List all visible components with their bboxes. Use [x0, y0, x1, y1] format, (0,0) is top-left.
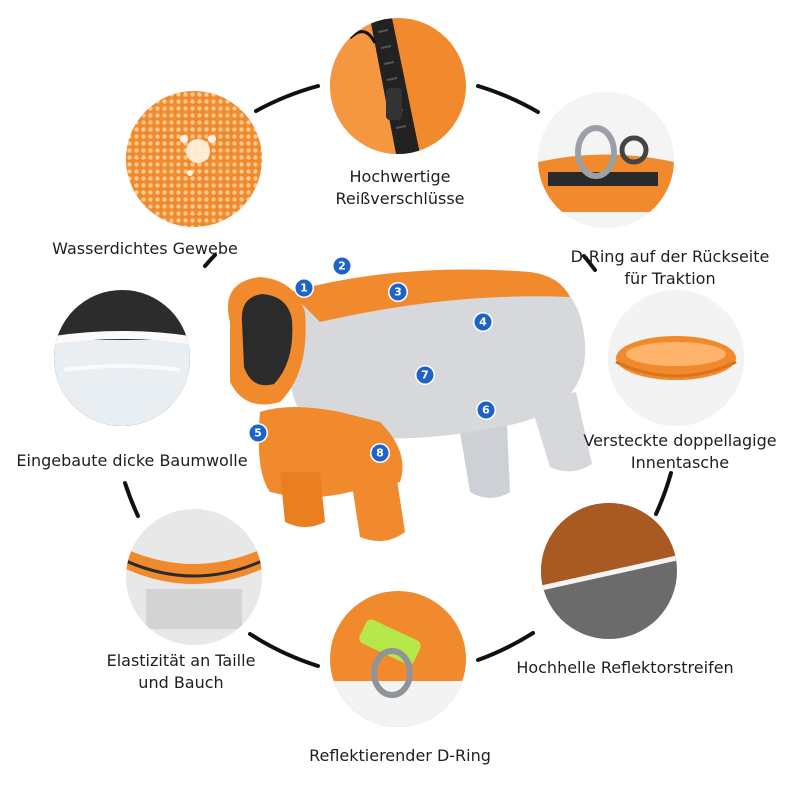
label-thick-cotton: Eingebaute dicke Baumwolle	[16, 451, 248, 470]
badge-1: 1	[295, 279, 313, 297]
badge-7: 7	[416, 366, 434, 384]
reflector-stripe-photo	[541, 503, 677, 639]
waterproof-fabric-photo	[126, 91, 262, 227]
label-reflector-stripes: Hochhelle Reflektorstreifen	[516, 658, 734, 677]
label-back-d-ring: D-Ring auf der Rückseite für Traktion	[570, 247, 770, 288]
label-hidden-pocket: Versteckte doppellagige Innentasche	[583, 431, 777, 472]
ring-arc	[582, 254, 597, 272]
dog-snowsuit-product	[228, 269, 592, 541]
badge-3: 3	[389, 283, 407, 301]
ring-arc	[248, 632, 320, 668]
badge-6: 6	[477, 401, 495, 419]
badge-4: 4	[474, 313, 492, 331]
badge-8: 8	[371, 444, 389, 462]
label-zippers: Hochwertige Reißverschlüsse	[335, 167, 465, 208]
cotton-lining-photo	[54, 290, 190, 426]
back-d-ring-photo	[538, 92, 674, 228]
reflective-d-ring-photo	[330, 591, 466, 727]
label-reflective-d-ring: Reflektierender D-Ring	[309, 746, 491, 765]
label-elastic: Elastizität an Taille und Bauch	[106, 651, 256, 692]
zipper-photo	[330, 18, 466, 154]
ring-arc	[123, 481, 140, 518]
ring-arc	[254, 84, 320, 113]
label-waterproof-fabric: Wasserdichtes Gewebe	[52, 239, 238, 258]
ring-arc	[476, 631, 535, 662]
elastic-waist-photo	[126, 509, 262, 645]
badge-2: 2	[333, 257, 351, 275]
hidden-pocket-photo	[608, 290, 744, 426]
ring-arc	[654, 471, 673, 516]
badge-5: 5	[249, 424, 267, 442]
ring-arc	[476, 84, 540, 114]
ring-arc	[203, 253, 217, 268]
